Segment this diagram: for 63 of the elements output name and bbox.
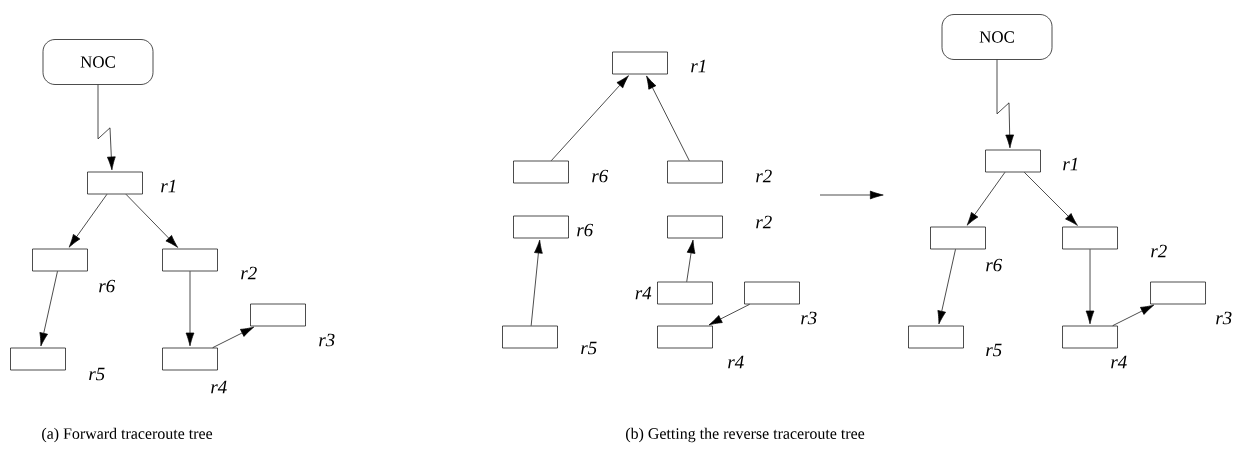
- router-label: r3: [801, 311, 817, 325]
- arrow: [686, 239, 696, 282]
- arrow: [125, 194, 179, 248]
- router-box: [32, 248, 88, 272]
- noc-box: NOC: [941, 14, 1053, 60]
- router-box: [612, 51, 668, 75]
- router-box: [744, 281, 800, 305]
- router-box: [667, 215, 723, 239]
- router-box: [908, 325, 964, 349]
- router-box: [10, 347, 66, 371]
- router-box: [1062, 226, 1118, 250]
- arrow: [530, 239, 543, 326]
- router-label: r1: [691, 59, 706, 73]
- router-box: [87, 171, 143, 195]
- arrow: [212, 326, 255, 348]
- arrow: [1024, 172, 1078, 226]
- router-label: r1: [1063, 157, 1078, 171]
- router-box: [1062, 325, 1118, 349]
- router-label: r6: [99, 279, 116, 293]
- arrow: [966, 172, 1006, 226]
- router-label: r4: [728, 355, 744, 369]
- router-label: r5: [581, 341, 597, 355]
- arrow: [708, 304, 750, 326]
- router-box: [657, 325, 713, 349]
- router-label: r6: [577, 223, 594, 237]
- router-label: r4: [635, 286, 652, 300]
- arrow: [996, 59, 1014, 149]
- router-box: [162, 248, 218, 272]
- caption: (b) Getting the reverse traceroute tree: [626, 427, 865, 443]
- router-label: r2: [241, 266, 257, 280]
- router-box: [250, 303, 306, 327]
- router-label: r3: [319, 333, 335, 347]
- router-box: [985, 149, 1041, 173]
- arrow: [937, 249, 956, 325]
- caption: (a) Forward traceroute tree: [42, 427, 213, 443]
- router-label: r6: [592, 169, 609, 183]
- router-label: r6: [986, 258, 1003, 272]
- arrow: [39, 271, 58, 347]
- router-box: [513, 160, 569, 184]
- arrow: [646, 75, 690, 161]
- arrow: [1085, 249, 1095, 325]
- arrow: [1112, 304, 1155, 326]
- router-box: [657, 281, 713, 305]
- router-box: [1150, 281, 1206, 305]
- arrow: [97, 84, 116, 171]
- router-label: r2: [756, 169, 772, 183]
- router-box: [930, 226, 986, 250]
- router-label: r5: [89, 367, 105, 381]
- router-box: [667, 160, 723, 184]
- arrow: [185, 271, 195, 347]
- arrow: [68, 194, 108, 248]
- router-label: r5: [986, 343, 1002, 357]
- router-label: r1: [161, 179, 176, 193]
- router-label: r2: [756, 215, 772, 229]
- router-label: r4: [1111, 355, 1127, 369]
- router-box: [162, 347, 218, 371]
- router-label: r4: [211, 380, 227, 394]
- router-label: r3: [1216, 311, 1232, 325]
- router-label: r2: [1151, 244, 1167, 258]
- router-box: [502, 325, 558, 349]
- router-box: [513, 215, 569, 239]
- noc-box: NOC: [42, 39, 154, 85]
- arrow: [550, 75, 629, 161]
